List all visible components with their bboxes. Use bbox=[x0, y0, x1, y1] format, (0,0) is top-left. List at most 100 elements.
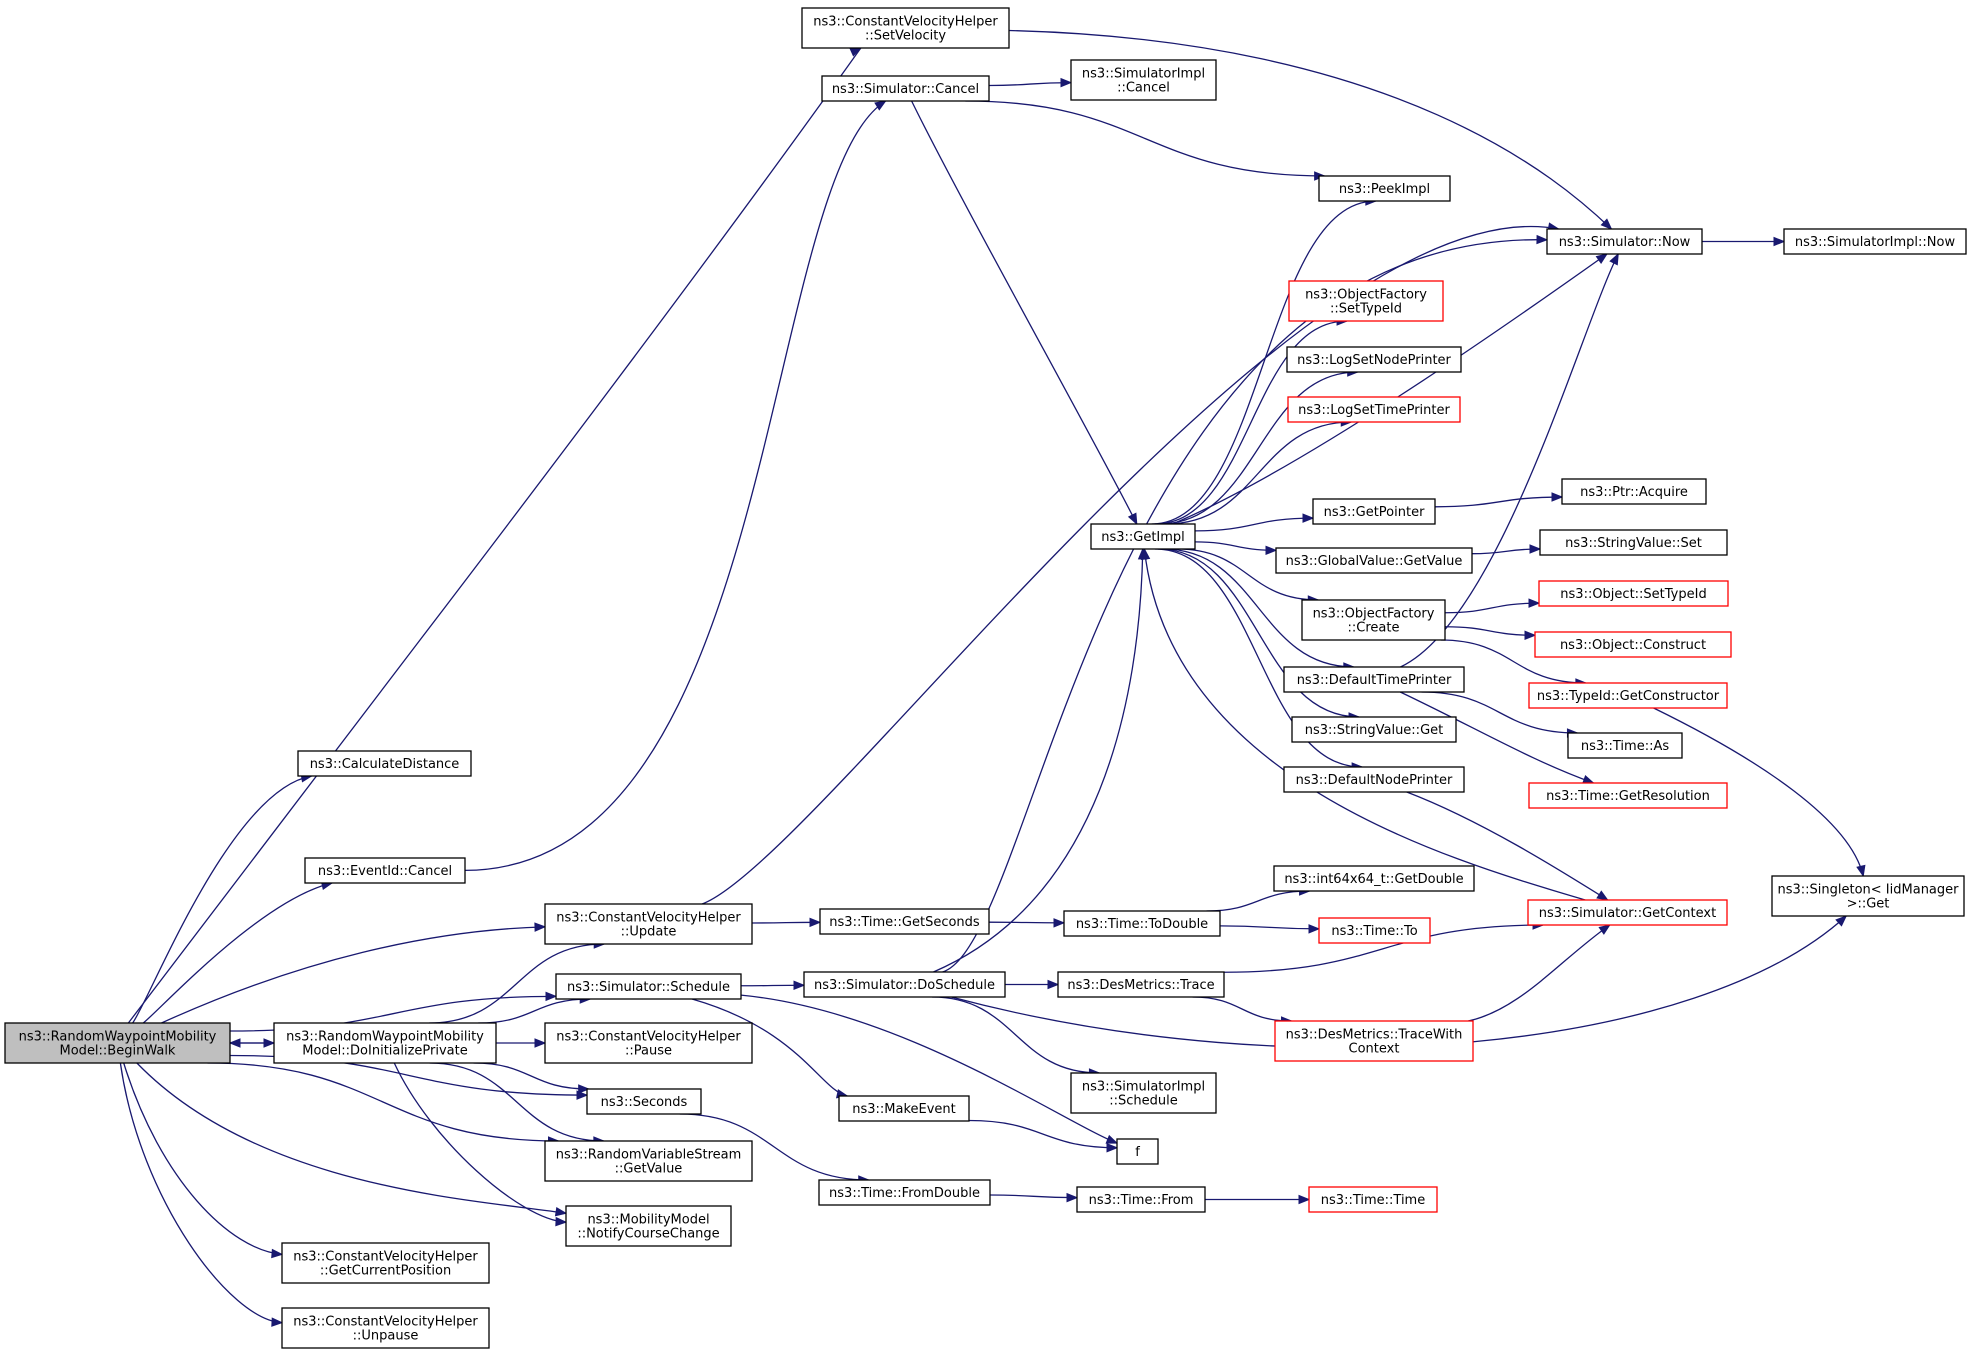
arrow-head-icon bbox=[1551, 492, 1564, 502]
node-box bbox=[1534, 631, 1732, 658]
node-box bbox=[838, 1095, 970, 1122]
arrow-head-icon bbox=[1600, 218, 1613, 230]
node-sg[interactable]: ns3::Singleton< IidManager>::Get bbox=[1771, 875, 1965, 917]
node-label: ns3::DesMetrics::TraceWith bbox=[1286, 1028, 1463, 1043]
node-label: ns3::MakeEvent bbox=[852, 1102, 956, 1117]
node-bw[interactable]: ns3::RandomWaypointMobilityModel::BeginW… bbox=[4, 1022, 231, 1064]
node-pi[interactable]: ns3::PeekImpl bbox=[1318, 175, 1451, 202]
node-tt[interactable]: ns3::Time::Time bbox=[1308, 1186, 1438, 1213]
node-label: >::Get bbox=[1847, 897, 1890, 912]
node-sn[interactable]: ns3::Simulator::Now bbox=[1546, 228, 1703, 255]
node-ofst[interactable]: ns3::ObjectFactory::SetTypeId bbox=[1288, 280, 1444, 322]
node-label: ns3::Time::GetSeconds bbox=[829, 915, 980, 930]
arrow-head-icon bbox=[578, 1084, 591, 1094]
node-svg[interactable]: ns3::StringValue::Get bbox=[1291, 716, 1457, 743]
node-ttd[interactable]: ns3::Time::ToDouble bbox=[1063, 910, 1221, 937]
node-oc[interactable]: ns3::Object::Construct bbox=[1534, 631, 1732, 658]
node-box bbox=[819, 908, 990, 935]
edge-line bbox=[1421, 691, 1578, 734]
node-tto[interactable]: ns3::Time::To bbox=[1318, 917, 1431, 944]
node-eic[interactable]: ns3::EventId::Cancel bbox=[304, 857, 466, 884]
node-unp[interactable]: ns3::ConstantVelocityHelper::Unpause bbox=[281, 1307, 490, 1349]
node-cvu[interactable]: ns3::ConstantVelocityHelper::Update bbox=[544, 903, 753, 945]
node-label: ns3::GetPointer bbox=[1324, 505, 1425, 520]
edge-line bbox=[1194, 517, 1314, 532]
node-label: Model::DoInitializePrivate bbox=[302, 1044, 467, 1059]
node-tgc[interactable]: ns3::TypeId::GetConstructor bbox=[1528, 682, 1728, 709]
node-box bbox=[1318, 917, 1431, 944]
node-gp[interactable]: ns3::GetPointer bbox=[1312, 498, 1436, 525]
node-label: ::Create bbox=[1348, 621, 1400, 636]
node-rvs[interactable]: ns3::RandomVariableStream::GetValue bbox=[544, 1140, 753, 1182]
node-sec[interactable]: ns3::Seconds bbox=[586, 1088, 702, 1115]
node-dnp[interactable]: ns3::DefaultNodePrinter bbox=[1283, 766, 1465, 793]
node-box bbox=[297, 750, 472, 777]
node-me[interactable]: ns3::MakeEvent bbox=[838, 1095, 970, 1122]
edge-line bbox=[691, 998, 848, 1097]
edge-tgc-to-sg bbox=[1653, 707, 1866, 878]
node-box bbox=[544, 1140, 753, 1182]
edge-me-to-f bbox=[968, 1119, 1119, 1153]
node-pa[interactable]: ns3::Ptr::Acquire bbox=[1561, 478, 1707, 505]
node-dmt[interactable]: ns3::DesMetrics::Trace bbox=[1057, 971, 1225, 998]
arrow-head-icon bbox=[1060, 77, 1073, 88]
node-tfd[interactable]: ns3::Time::FromDouble bbox=[818, 1179, 991, 1206]
node-svs[interactable]: ns3::StringValue::Set bbox=[1539, 529, 1728, 556]
node-ost[interactable]: ns3::Object::SetTypeId bbox=[1538, 580, 1729, 607]
node-box bbox=[544, 1022, 753, 1064]
edge-bw-to-gcp bbox=[123, 1062, 284, 1259]
node-sin[interactable]: ns3::SimulatorImpl::Now bbox=[1783, 228, 1967, 255]
node-sgc[interactable]: ns3::Simulator::GetContext bbox=[1527, 899, 1728, 926]
node-i64[interactable]: ns3::int64x64_t::GetDouble bbox=[1273, 865, 1475, 892]
node-label: ns3::ObjectFactory bbox=[1313, 607, 1435, 622]
node-sv[interactable]: ns3::ConstantVelocityHelper::SetVelocity bbox=[801, 7, 1010, 49]
edge-line bbox=[1157, 548, 1360, 718]
node-label: Context bbox=[1349, 1042, 1400, 1057]
node-box bbox=[565, 1205, 732, 1247]
arrow-head-icon bbox=[1529, 544, 1542, 554]
node-box bbox=[1567, 732, 1683, 759]
node-label: ns3::PeekImpl bbox=[1339, 182, 1430, 197]
node-box bbox=[1063, 910, 1221, 937]
node-box bbox=[1070, 1072, 1217, 1114]
node-cvp[interactable]: ns3::ConstantVelocityHelper::Pause bbox=[544, 1022, 753, 1064]
node-gi[interactable]: ns3::GetImpl bbox=[1090, 523, 1196, 550]
node-tgr[interactable]: ns3::Time::GetResolution bbox=[1528, 782, 1728, 809]
node-tf[interactable]: ns3::Time::From bbox=[1076, 1186, 1206, 1213]
node-ncc[interactable]: ns3::MobilityModel::NotifyCourseChange bbox=[565, 1205, 732, 1247]
node-box bbox=[801, 7, 1010, 49]
edge-bw-to-rvs bbox=[207, 1062, 560, 1146]
node-label: f bbox=[1135, 1145, 1140, 1160]
node-ss[interactable]: ns3::Simulator::Schedule bbox=[555, 973, 742, 1000]
node-tgs[interactable]: ns3::Time::GetSeconds bbox=[819, 908, 990, 935]
node-cd[interactable]: ns3::CalculateDistance bbox=[297, 750, 472, 777]
node-box bbox=[1116, 1138, 1159, 1165]
node-ofc[interactable]: ns3::ObjectFactory::Create bbox=[1301, 599, 1446, 641]
edge-line bbox=[965, 100, 1325, 177]
node-label: ns3::RandomWaypointMobility bbox=[19, 1030, 217, 1045]
node-ta[interactable]: ns3::Time::As bbox=[1567, 732, 1683, 759]
node-sic[interactable]: ns3::SimulatorImpl::Cancel bbox=[1070, 59, 1217, 101]
node-gvgv[interactable]: ns3::GlobalValue::GetValue bbox=[1275, 547, 1473, 574]
node-box bbox=[273, 1022, 497, 1064]
arrow-head-icon bbox=[1265, 545, 1278, 556]
node-label: ns3::ConstantVelocityHelper bbox=[293, 1315, 478, 1330]
node-sds[interactable]: ns3::Simulator::DoSchedule bbox=[803, 971, 1006, 998]
node-lsnp[interactable]: ns3::LogSetNodePrinter bbox=[1286, 346, 1462, 373]
edge-line bbox=[679, 1113, 869, 1181]
node-label: ns3::Object::Construct bbox=[1560, 638, 1706, 653]
node-label: ns3::ObjectFactory bbox=[1305, 288, 1427, 303]
arrow-head-icon bbox=[809, 917, 822, 928]
node-sis[interactable]: ns3::SimulatorImpl::Schedule bbox=[1070, 1072, 1217, 1114]
edge-line bbox=[1219, 925, 1320, 930]
node-sc[interactable]: ns3::Simulator::Cancel bbox=[821, 75, 990, 102]
node-label: ns3::RandomWaypointMobility bbox=[286, 1030, 484, 1045]
node-lstp[interactable]: ns3::LogSetTimePrinter bbox=[1287, 396, 1461, 423]
edge-dip-to-sec bbox=[473, 1062, 591, 1094]
node-dip[interactable]: ns3::RandomWaypointMobilityModel::DoInit… bbox=[273, 1022, 497, 1064]
edge-eic-to-sc bbox=[464, 100, 887, 872]
node-gcp[interactable]: ns3::ConstantVelocityHelper::GetCurrentP… bbox=[281, 1242, 490, 1284]
node-dtp[interactable]: ns3::DefaultTimePrinter bbox=[1283, 666, 1465, 693]
node-f[interactable]: f bbox=[1116, 1138, 1159, 1165]
